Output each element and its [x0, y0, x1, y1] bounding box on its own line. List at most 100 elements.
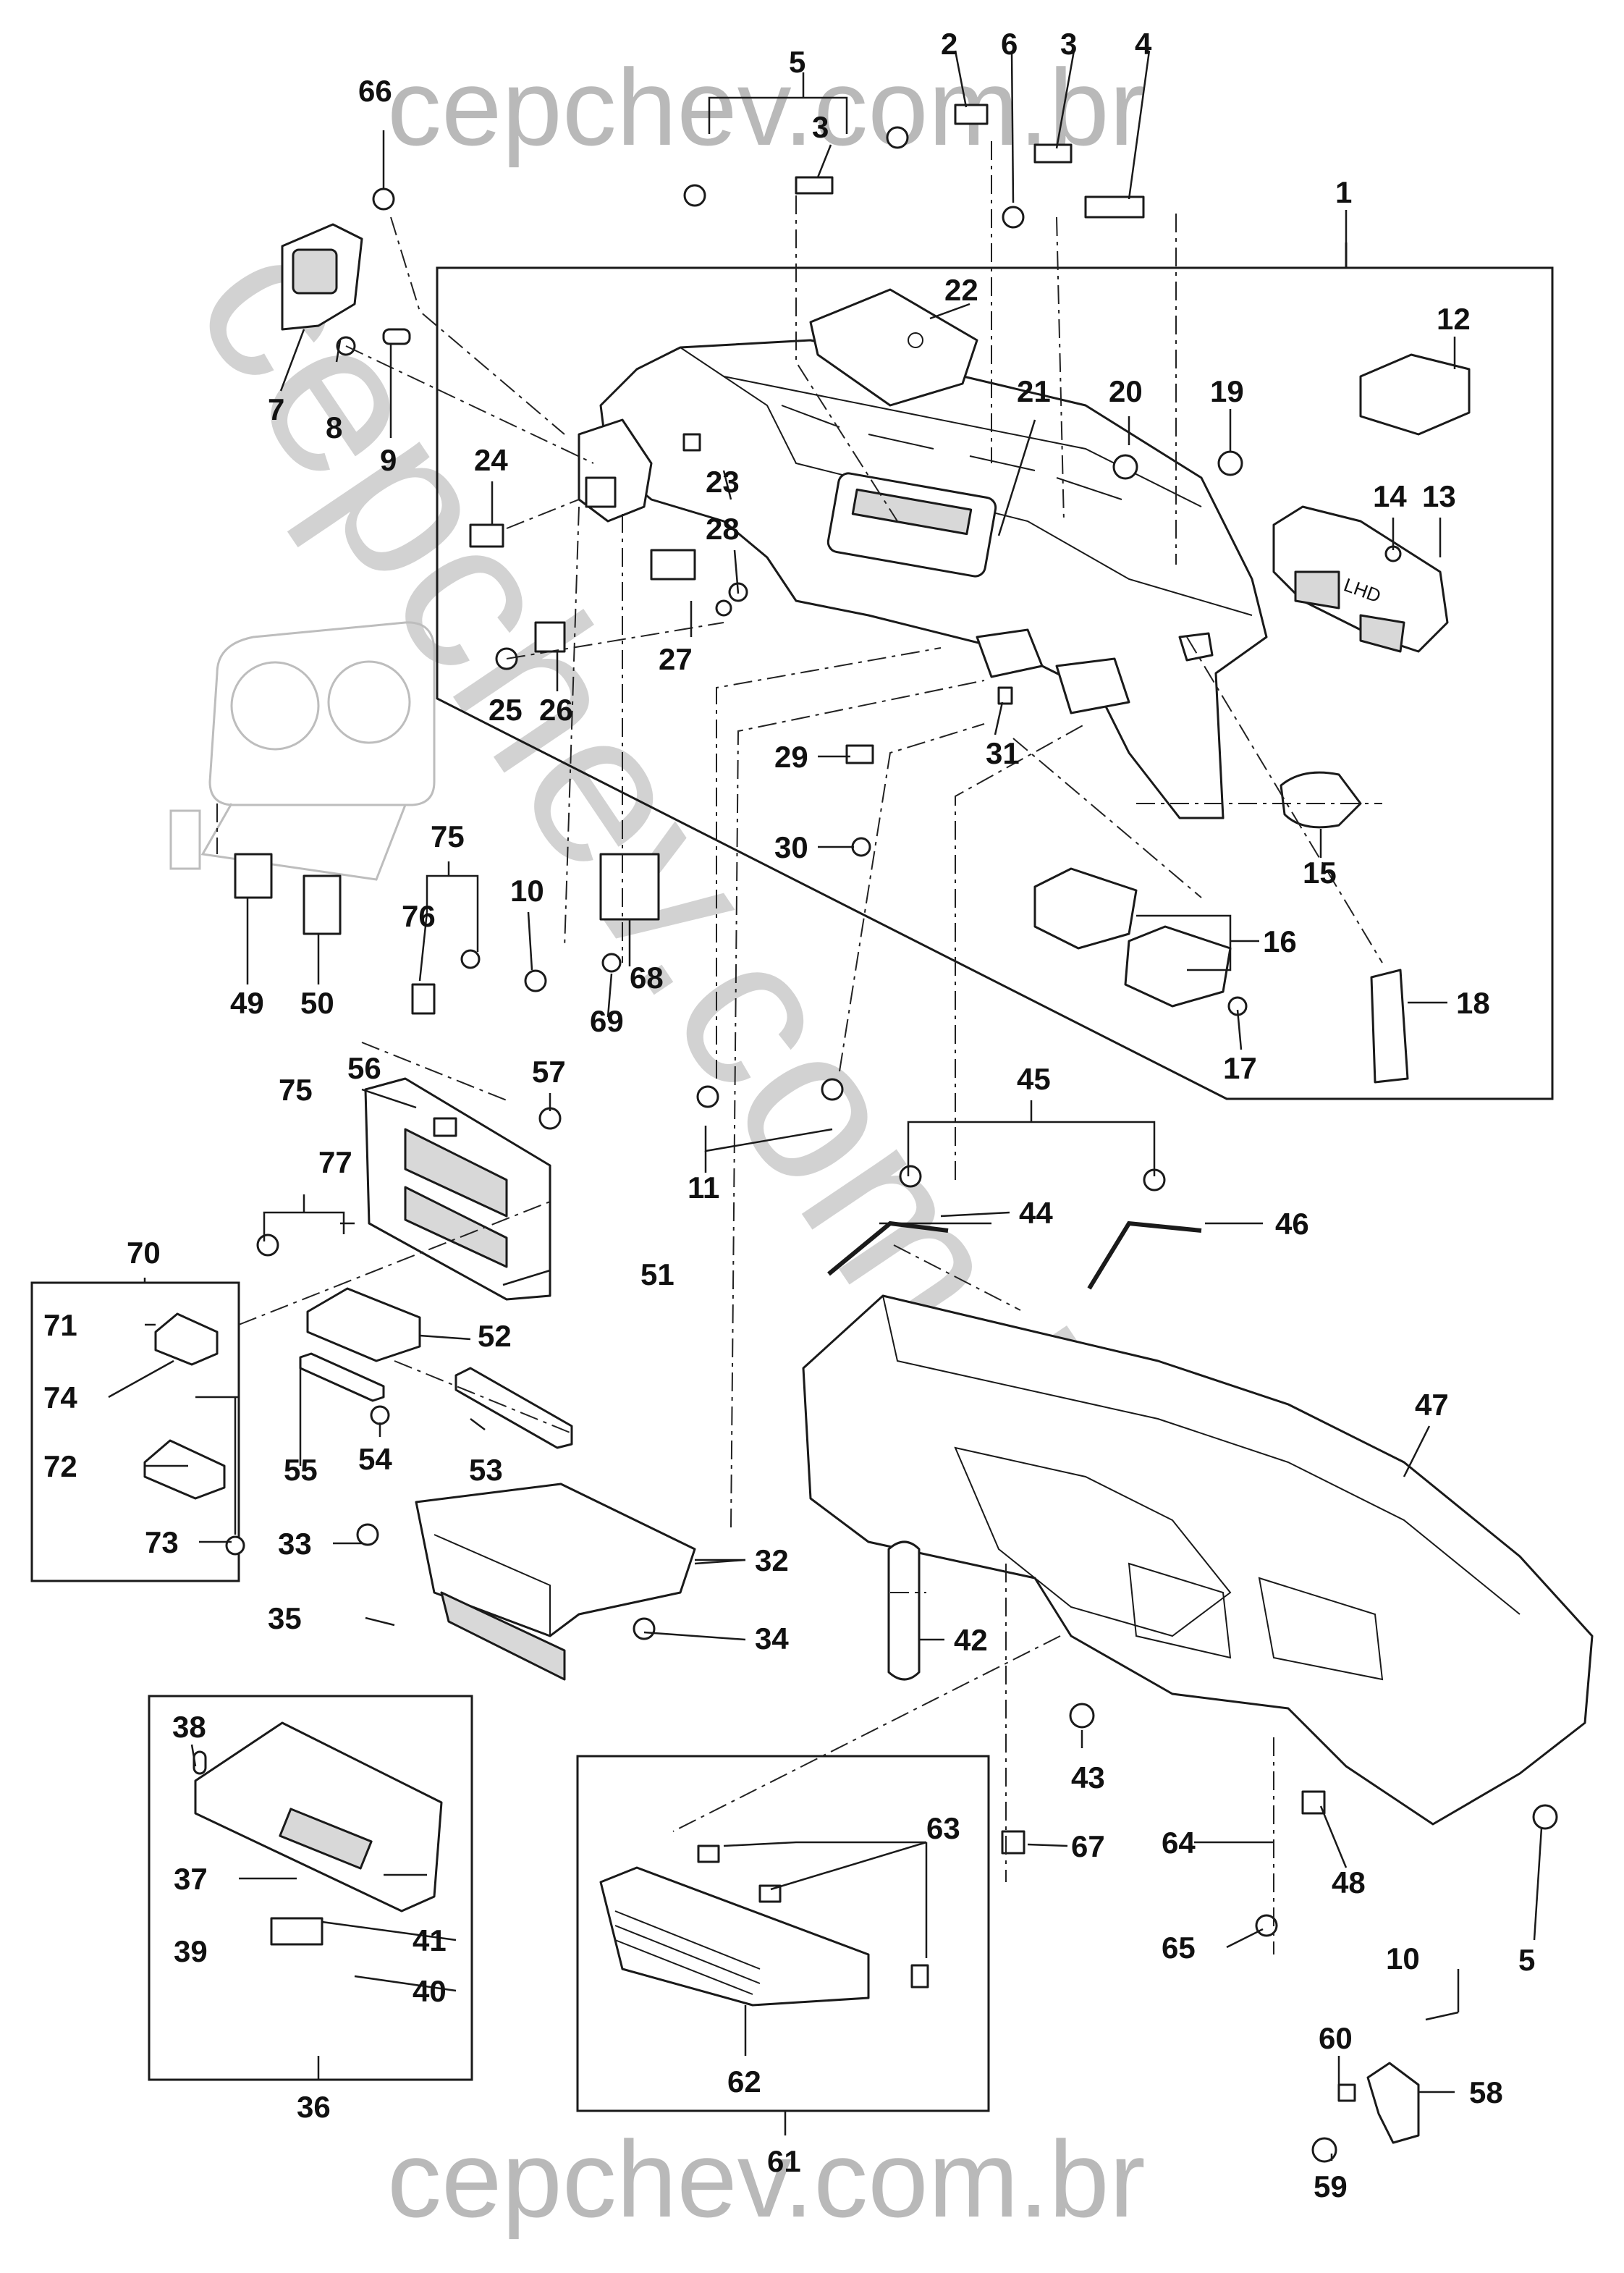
- callout-51: 51: [640, 1257, 674, 1291]
- callout-16: 16: [1263, 924, 1297, 958]
- callout-44: 44: [1019, 1196, 1053, 1230]
- callout-61: 61: [767, 2144, 801, 2178]
- callout-77: 77: [318, 1145, 352, 1179]
- dashboard-group-frame: [436, 243, 1554, 1100]
- callout-52: 52: [478, 1319, 512, 1353]
- watermark-bottom: cepchev.com.br: [387, 2118, 1146, 2240]
- callout-54: 54: [358, 1442, 392, 1476]
- callout-56: 56: [347, 1051, 381, 1085]
- callout-32: 32: [755, 1543, 789, 1577]
- callout-53: 53: [469, 1453, 503, 1487]
- callout-3: 3: [812, 110, 829, 144]
- callout-75: 75: [279, 1073, 313, 1107]
- ashtray-housing: [154, 1312, 219, 1366]
- callout-67: 67: [1071, 1829, 1105, 1863]
- callout-7: 7: [268, 392, 284, 426]
- callout-73: 73: [145, 1525, 179, 1559]
- callout-55: 55: [284, 1453, 318, 1487]
- callout-22: 22: [944, 273, 978, 307]
- callout-62: 62: [727, 2065, 761, 2099]
- watermark-top: cepchev.com.br: [387, 46, 1146, 168]
- callout-19: 19: [1210, 374, 1244, 408]
- callout-labels: 1 2 3 3 4 5 5 6 7 8 9 10 10 11 12 13 14 …: [43, 27, 1535, 2204]
- callout-6: 6: [1001, 27, 1018, 61]
- small-fasteners: [225, 126, 1558, 2163]
- callout-50: 50: [300, 986, 334, 1020]
- ashtray-insert: [143, 1439, 226, 1500]
- callout-17: 17: [1223, 1051, 1257, 1085]
- callout-71: 71: [43, 1308, 77, 1342]
- cover-pad: [809, 288, 978, 407]
- callout-5: 5: [1518, 1943, 1535, 1977]
- callout-35: 35: [268, 1601, 302, 1635]
- callout-8: 8: [326, 410, 342, 444]
- callout-20: 20: [1109, 374, 1143, 408]
- callout-65: 65: [1162, 1931, 1196, 1965]
- switch-plate: [306, 1287, 421, 1362]
- callout-13: 13: [1422, 479, 1456, 513]
- left-trim-slot: [292, 248, 338, 295]
- bracket-plate: [1359, 353, 1471, 436]
- callout-23: 23: [706, 465, 740, 499]
- callout-26: 26: [539, 693, 573, 727]
- assembly-guide-lines: [216, 141, 1383, 1954]
- trim-strip-53: [454, 1367, 573, 1449]
- callout-21: 21: [1017, 374, 1051, 408]
- glovebox-bin: [415, 1483, 696, 1681]
- callout-41: 41: [413, 1923, 447, 1957]
- knee-bolster-panel: [599, 1866, 870, 2007]
- callout-60: 60: [1319, 2021, 1353, 2055]
- cover-pad-hole: [908, 332, 923, 348]
- callout-58: 58: [1469, 2075, 1503, 2109]
- callout-66: 66: [358, 74, 392, 108]
- callout-24: 24: [474, 443, 508, 477]
- vent-upper: [1033, 867, 1138, 950]
- callout-31: 31: [986, 736, 1020, 770]
- callout-69: 69: [590, 1004, 624, 1038]
- round-vent-right: [1280, 771, 1362, 829]
- callout-75: 75: [431, 819, 465, 853]
- callout-18: 18: [1456, 986, 1490, 1020]
- callout-27: 27: [659, 642, 693, 676]
- leader-lines: [108, 50, 1543, 2161]
- callout-38: 38: [172, 1710, 206, 1744]
- callout-10: 10: [1386, 1941, 1420, 1975]
- callout-37: 37: [174, 1862, 208, 1896]
- callout-76: 76: [402, 899, 436, 933]
- callout-64: 64: [1162, 1826, 1196, 1860]
- trim-strip-55: [299, 1352, 385, 1402]
- callout-34: 34: [755, 1622, 789, 1656]
- callout-42: 42: [954, 1623, 988, 1657]
- callout-12: 12: [1437, 302, 1471, 336]
- callout-28: 28: [706, 512, 740, 546]
- callout-45: 45: [1017, 1062, 1051, 1096]
- callout-33: 33: [278, 1527, 312, 1561]
- callout-15: 15: [1303, 856, 1337, 890]
- callout-40: 40: [413, 1974, 447, 2008]
- support-tube: [887, 1540, 921, 1681]
- callout-14: 14: [1373, 479, 1407, 513]
- callout-29: 29: [774, 740, 808, 774]
- callout-11: 11: [688, 1171, 719, 1205]
- callout-36: 36: [297, 2090, 331, 2124]
- side-vent-assembly: LHD: [1272, 505, 1449, 653]
- vent-lower: [1124, 925, 1232, 1008]
- glovebox-door-kit-box: [148, 1695, 473, 2081]
- callout-1: 1: [1335, 175, 1352, 209]
- callout-3: 3: [1060, 27, 1077, 61]
- callout-49: 49: [230, 986, 264, 1020]
- callout-70: 70: [127, 1236, 161, 1270]
- end-trim: [1370, 969, 1409, 1084]
- callout-59: 59: [1314, 2169, 1348, 2204]
- lower-bracket: [1366, 2062, 1420, 2144]
- callout-4: 4: [1135, 27, 1152, 61]
- callout-47: 47: [1415, 1388, 1449, 1422]
- glovebox-door: [194, 1721, 443, 1913]
- ashtray-kit-box: [30, 1281, 240, 1582]
- callout-25: 25: [489, 693, 523, 727]
- callout-5: 5: [789, 45, 805, 79]
- callout-48: 48: [1332, 1865, 1366, 1899]
- callout-68: 68: [630, 961, 664, 995]
- callout-39: 39: [174, 1934, 208, 1968]
